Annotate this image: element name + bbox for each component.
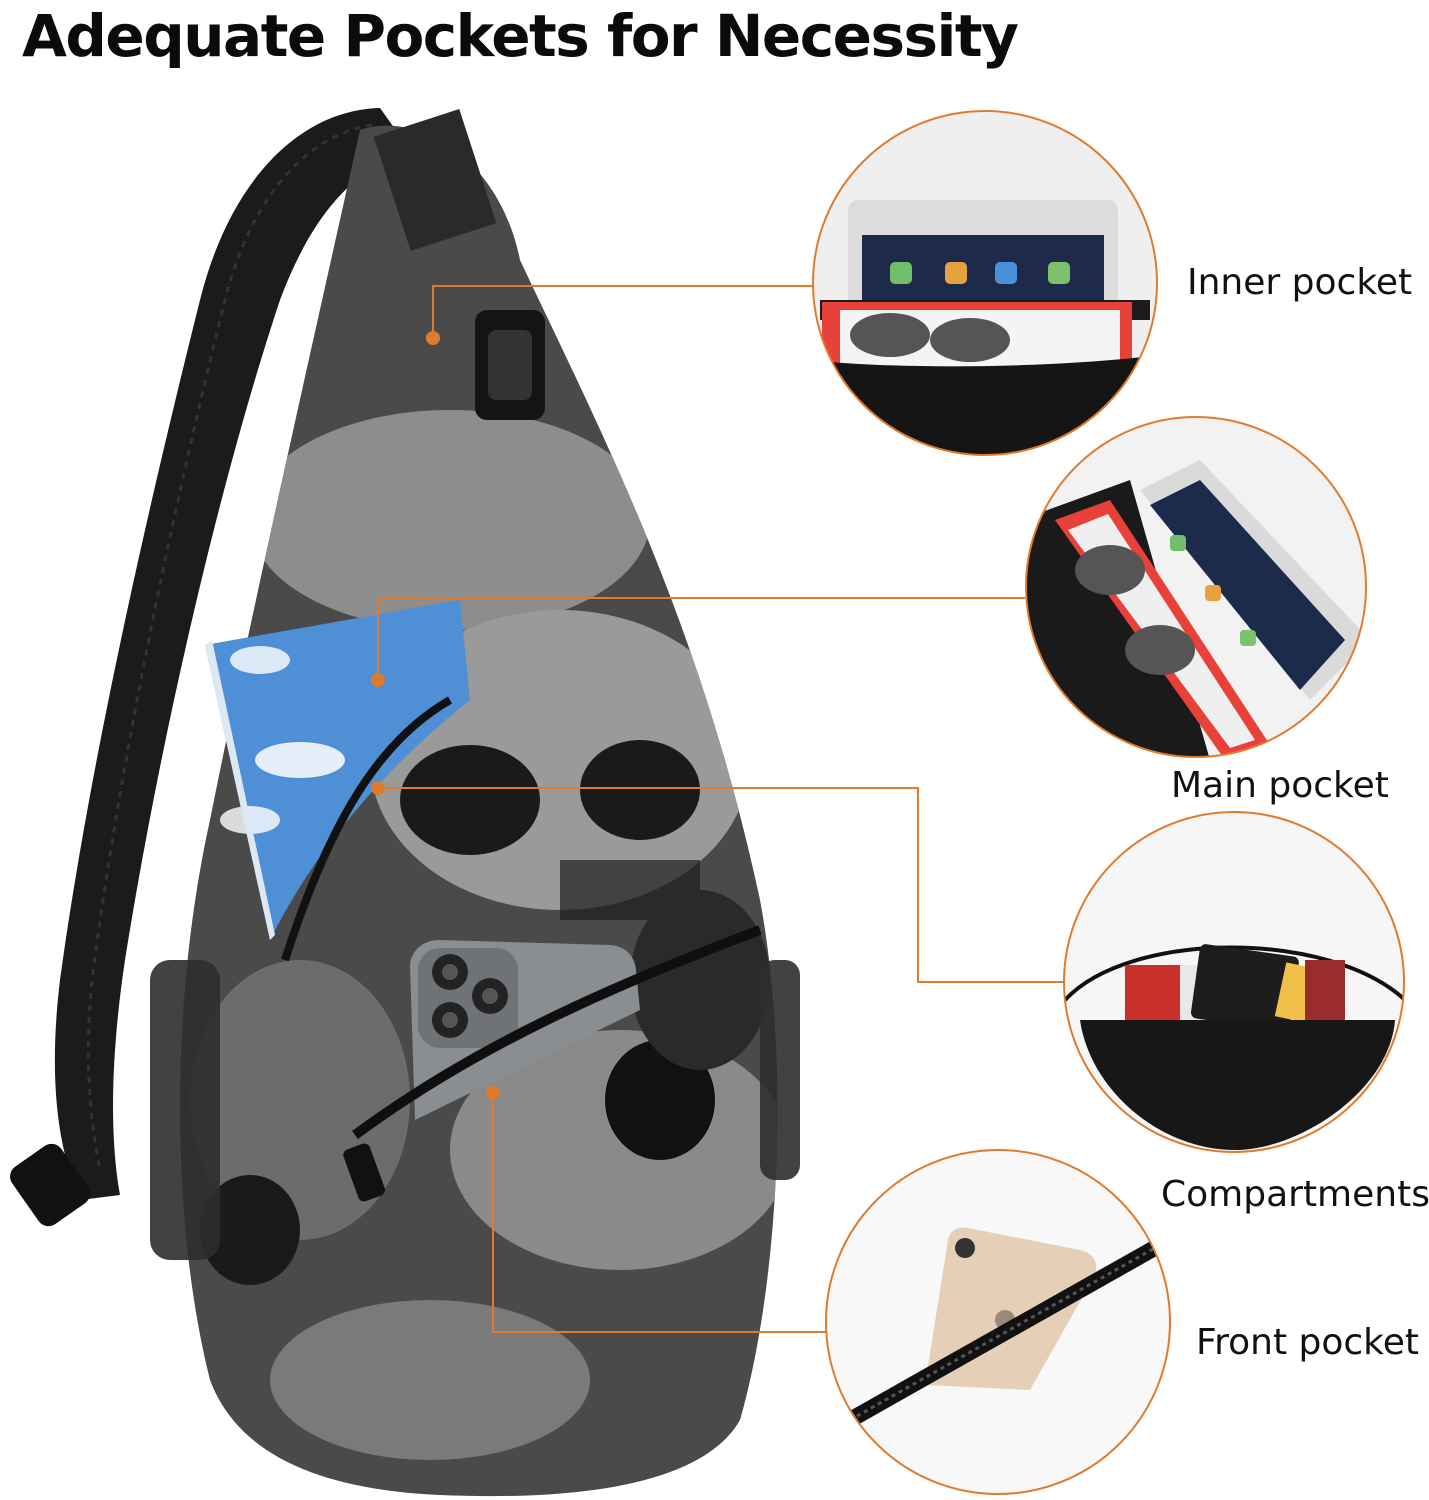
callout-lines bbox=[377, 285, 1063, 1333]
zipper-pull bbox=[343, 1143, 386, 1202]
page-title: Adequate Pockets for Necessity bbox=[22, 2, 1019, 70]
inner-pocket-closeup bbox=[812, 110, 1158, 456]
main-zipper bbox=[281, 696, 452, 962]
inner-pocket-label: Inner pocket bbox=[1187, 262, 1413, 303]
book-in-main-pocket bbox=[205, 600, 470, 940]
front-pocket-label: Front pocket bbox=[1196, 1322, 1419, 1363]
buckle bbox=[373, 109, 545, 420]
main-pocket-label: Main pocket bbox=[1171, 765, 1389, 806]
shoulder-strap bbox=[10, 108, 410, 1227]
bag-body bbox=[150, 125, 800, 1497]
compartments-closeup bbox=[1063, 811, 1405, 1153]
compartments-label: Compartments bbox=[1161, 1174, 1429, 1215]
main-pocket-closeup bbox=[1025, 416, 1367, 758]
front-zipper bbox=[352, 925, 762, 1140]
front-pocket-closeup bbox=[825, 1149, 1171, 1495]
callout-dots bbox=[371, 331, 500, 1100]
